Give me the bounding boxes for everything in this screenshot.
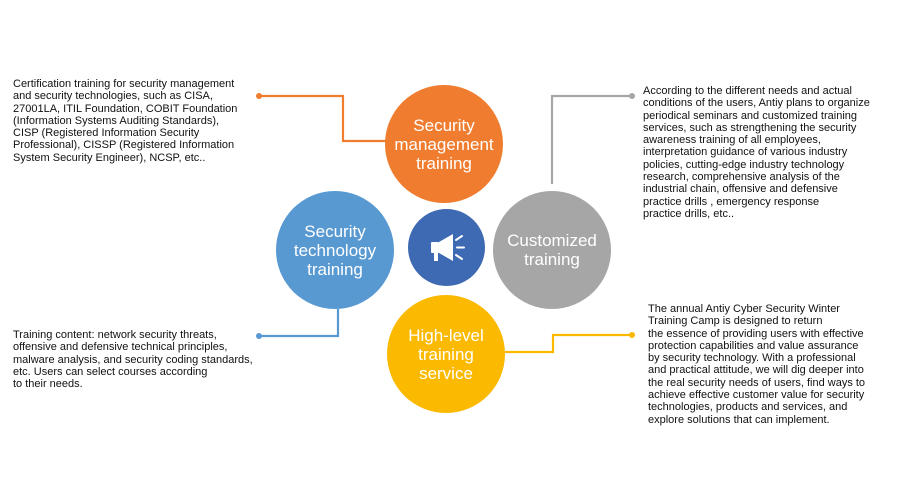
- node-label-technology: Security technology training: [293, 221, 377, 279]
- connector-management: [260, 94, 395, 143]
- description-management: Certification training for security mana…: [13, 78, 238, 164]
- connector-dot-management: [256, 93, 262, 99]
- connector-dot-highlevel: [629, 332, 635, 338]
- node-label-highlevel: High-level training service: [408, 325, 484, 383]
- description-highlevel: The annual Antiy Cyber Security Winter T…: [648, 303, 866, 426]
- connector-technology: [260, 309, 340, 338]
- node-security-technology-training: Security technology training: [276, 191, 394, 309]
- connector-dot-customized: [629, 93, 635, 99]
- node-security-management-training: Security management training: [385, 85, 503, 203]
- node-label-customized: Customized training: [507, 231, 597, 269]
- node-customized-training: Customized training: [493, 191, 611, 309]
- center-hub: [408, 209, 485, 286]
- connector-customized: [550, 94, 632, 184]
- connector-highlevel: [505, 333, 632, 354]
- node-high-level-training-service: High-level training service: [387, 295, 505, 413]
- megaphone-icon: [430, 233, 465, 261]
- connector-dot-technology: [256, 333, 262, 339]
- node-label-management: Security management training: [394, 115, 494, 173]
- description-technology: Training content: network security threa…: [13, 329, 253, 391]
- description-customized: According to the different needs and act…: [643, 85, 870, 220]
